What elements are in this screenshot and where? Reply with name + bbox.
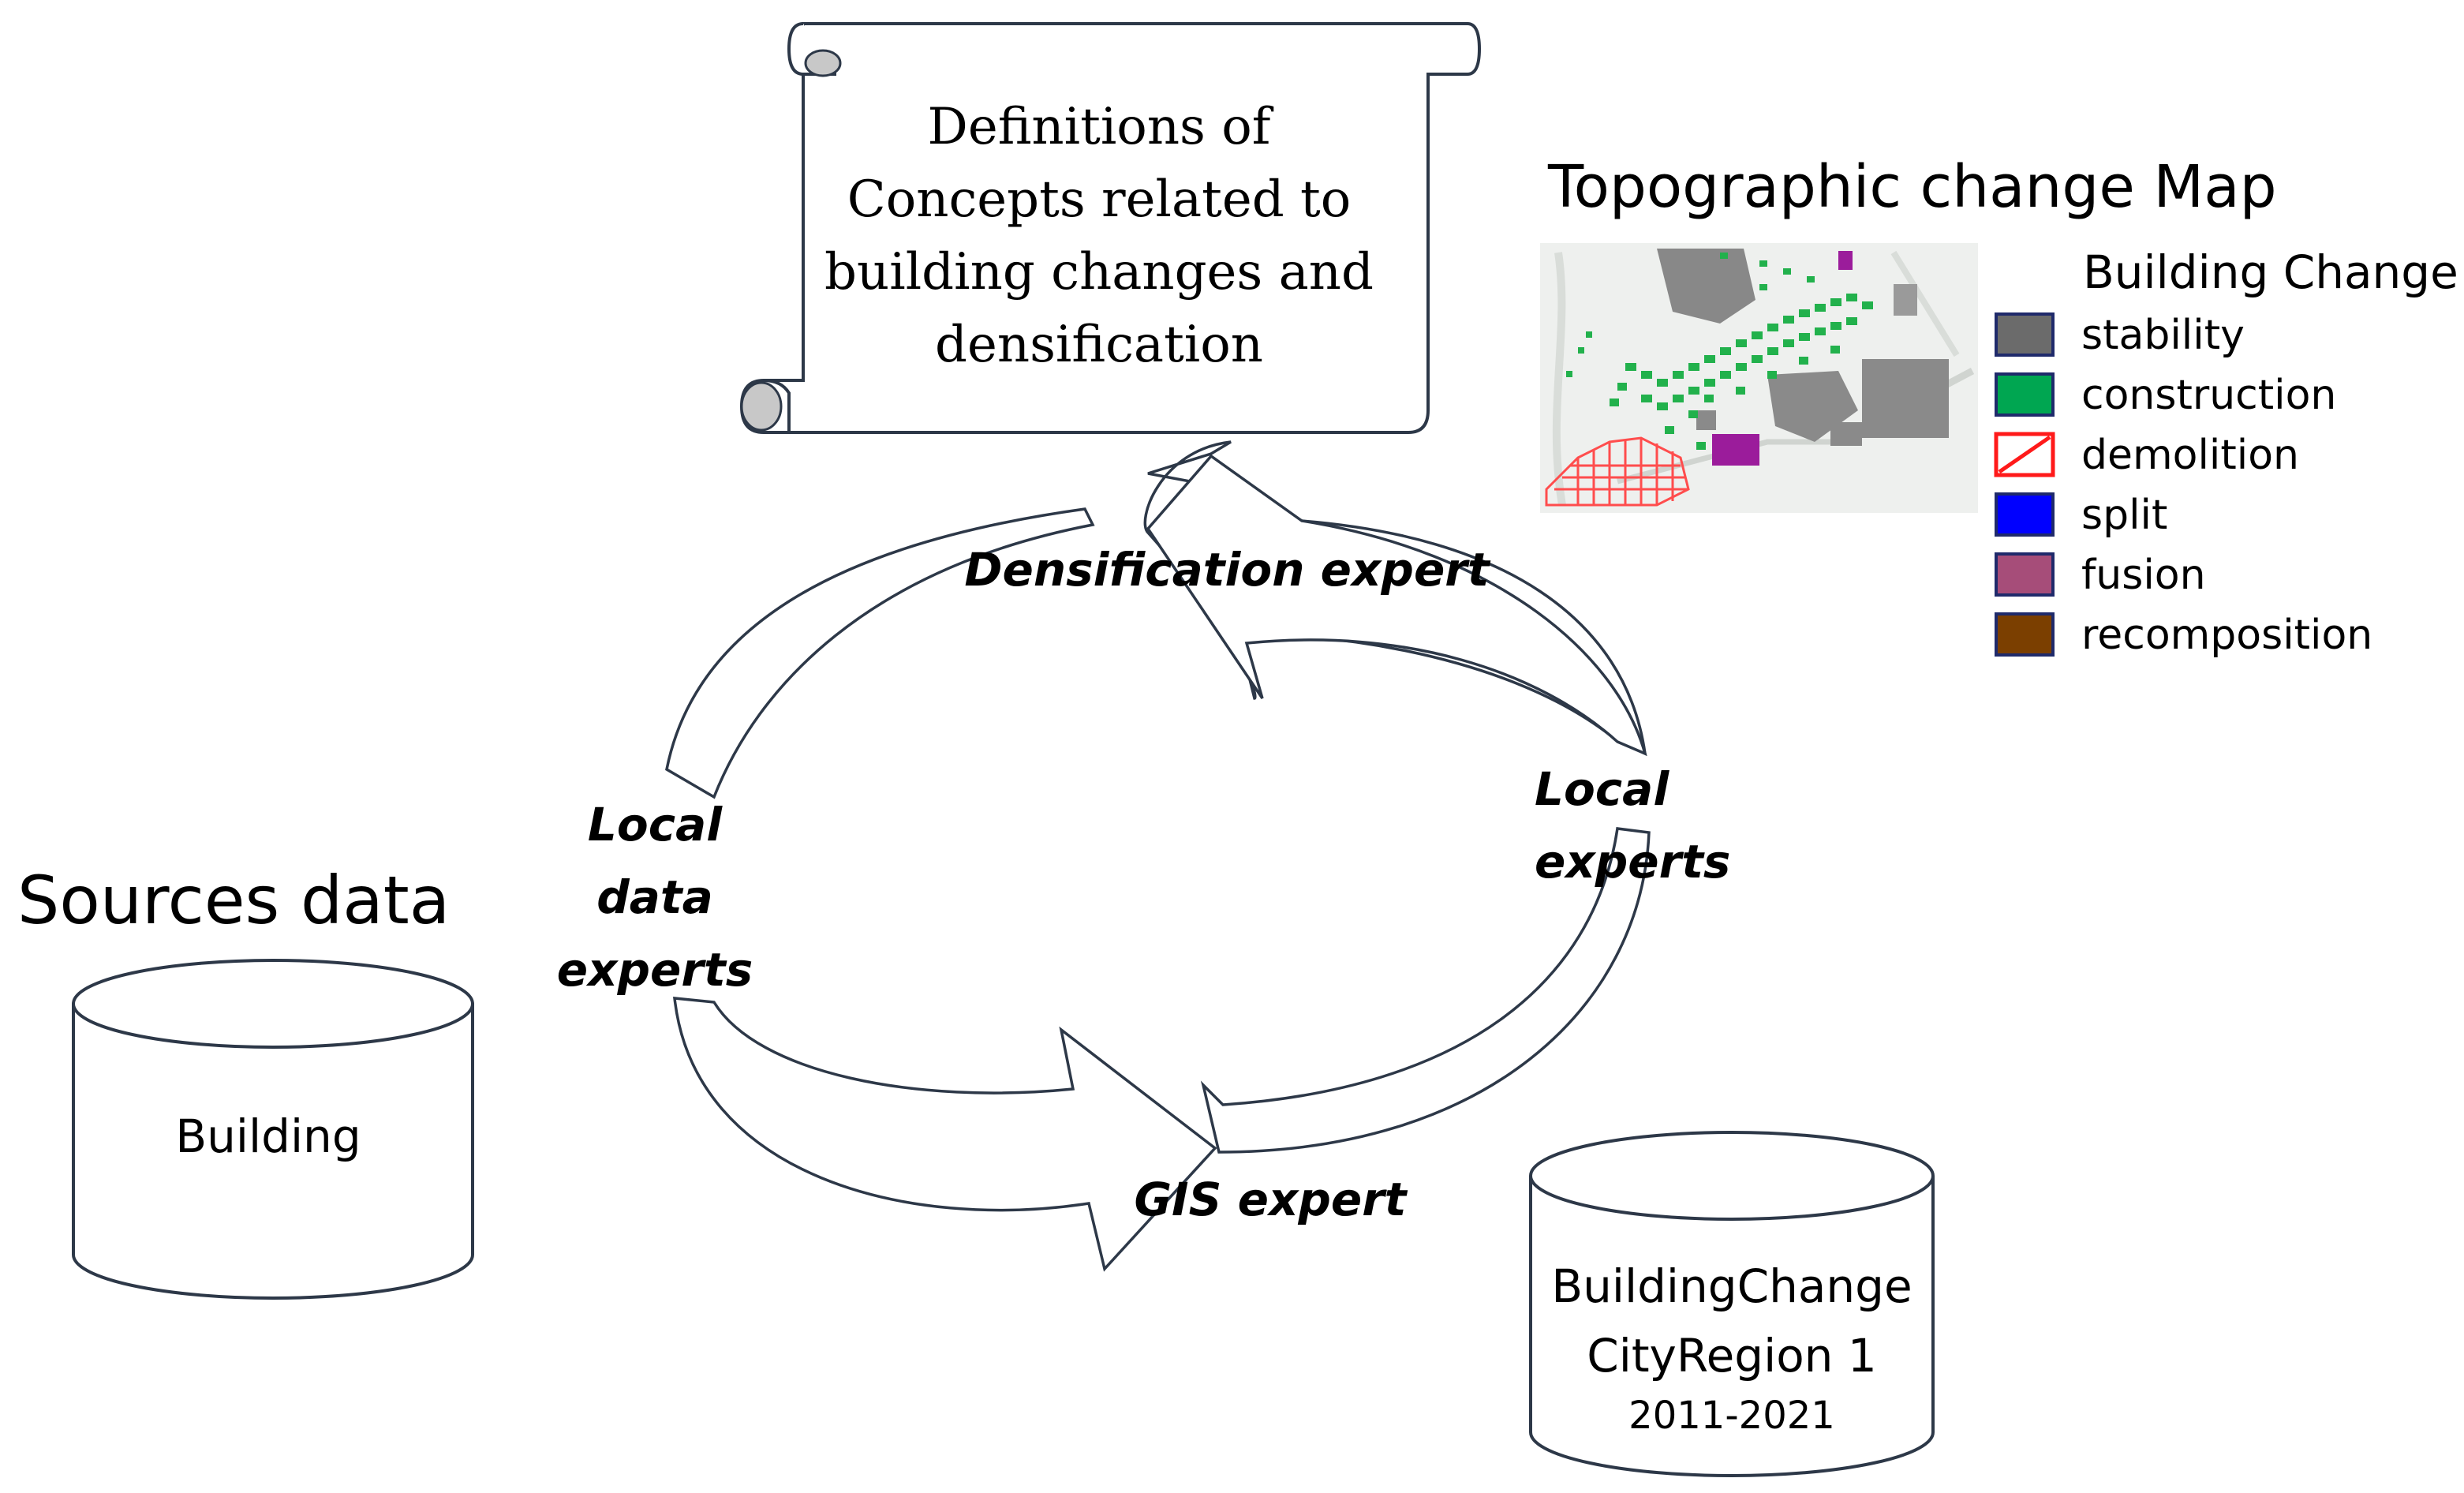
scroll-line-1: Definitions of [928,98,1274,156]
cycle-arrow-lower-right [1200,827,1651,1154]
legend-swatch [1995,372,2055,417]
output-db-line-3: 2011-2021 [1628,1394,1835,1438]
building-database-label: Building [175,1109,361,1163]
legend-label: demolition [2081,432,2299,479]
cycle-arrow-head-top [1146,454,1647,757]
topographic-map-image [1540,243,1978,513]
legend-label: split [2081,492,2167,539]
legend-label: construction [2081,372,2336,419]
legend-item-fusion: fusion [1995,552,2206,599]
scroll-line-3: building changes and [824,243,1374,301]
densification-expert-label: Densification expert [964,543,1490,597]
legend-item-construction: construction [1995,372,2336,419]
legend-swatch [1995,492,2055,537]
output-db-line-2: CityRegion 1 [1587,1329,1877,1383]
cycle-arrow-upper-left [665,507,1095,799]
legend: stability construction demolition split fusi… [1994,312,2372,659]
legend-item-split: split [1995,492,2167,539]
legend-label: recomposition [2081,612,2372,659]
legend-label: fusion [2081,552,2206,599]
local-data-experts-label-1: Local [588,798,723,851]
scroll-line-4: densification [935,316,1263,374]
cycle-arrow-bottom [673,997,1217,1272]
legend-swatch [1995,612,2055,657]
legend-title: Building Change [2083,245,2458,299]
legend-swatch [1995,552,2055,597]
scroll-line-2: Concepts related to [847,170,1352,229]
gis-expert-label: GIS expert [1134,1173,1408,1226]
legend-item-stability: stability [1995,312,2245,359]
local-data-experts-label-2: data [596,870,713,924]
legend-item-recomposition: recomposition [1995,612,2372,659]
local-experts-label-1: Local [1535,762,1669,816]
legend-hatch-line [1998,435,2051,474]
output-db-line-1: BuildingChange [1551,1259,1912,1313]
definitions-scroll: Definitions of Concepts related to build… [739,22,1482,434]
legend-item-demolition: demolition [1994,432,2299,479]
map-title: Topographic change Map [1547,153,2277,221]
legend-swatch [1995,312,2055,357]
local-experts-label-2: experts [1535,835,1730,889]
building-change-database-cylinder: BuildingChange CityRegion 1 2011-2021 [1529,1131,1935,1477]
local-data-experts-label-3: experts [557,943,753,997]
legend-label: stability [2081,312,2245,359]
sources-data-title: Sources data [17,862,450,939]
building-database-cylinder: Building [72,959,474,1300]
